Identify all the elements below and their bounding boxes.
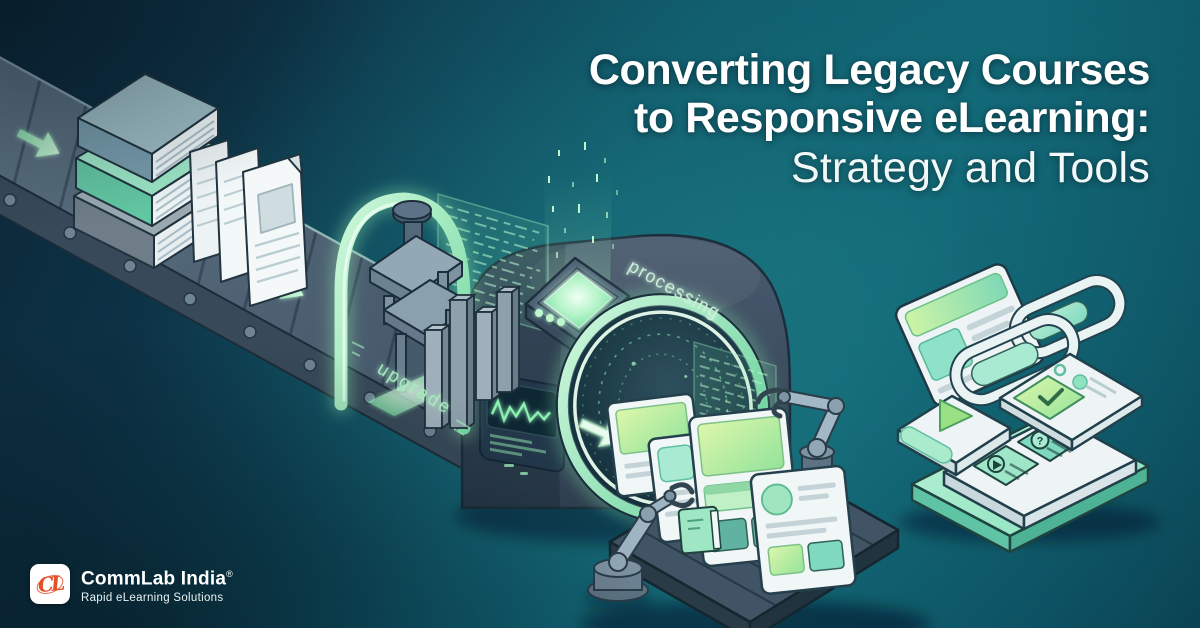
commlab-monogram-icon: CL — [30, 563, 70, 604]
responsive-screens: ? — [894, 263, 1160, 554]
press-machine — [368, 200, 475, 416]
logo-text: CommLab India® Rapid eLearning Solutions — [81, 564, 233, 605]
play-triangle-icon — [939, 399, 973, 432]
question-mark-icon: ? — [1037, 436, 1044, 448]
robot-arm-right — [755, 387, 845, 471]
logo-name: CommLab India® — [81, 568, 233, 589]
flow-arrow-icon-1 — [16, 129, 60, 157]
registered-mark: ® — [226, 568, 233, 579]
check-icon — [1038, 388, 1064, 406]
robot-arm-left — [584, 482, 695, 609]
check-card — [998, 352, 1144, 452]
page-title: Converting Legacy Courses to Responsive … — [588, 46, 1151, 194]
tile-video — [973, 445, 1039, 486]
waveform-icon — [490, 397, 551, 424]
upgrade-arch — [330, 187, 475, 439]
mini-course-book — [677, 505, 722, 555]
title-line-1: Converting Legacy Courses — [588, 46, 1151, 94]
bar-columns — [422, 285, 522, 430]
title-line-2: to Responsive eLearning: — [633, 94, 1150, 142]
output-card-4 — [749, 464, 857, 595]
pad-indicator-dots — [535, 309, 565, 326]
scanner-beam — [544, 142, 618, 298]
claw-icon — [669, 482, 695, 495]
claw-icon — [755, 387, 783, 405]
play-circle-icon — [987, 455, 1005, 473]
commlab-logo: CL CommLab India® Rapid eLearning Soluti… — [30, 563, 233, 605]
particles — [548, 142, 618, 258]
title-line-3: Strategy and Tools — [791, 144, 1150, 192]
pad-glow-screen — [543, 271, 613, 329]
machine-monitor — [479, 372, 565, 473]
check-tile — [1013, 375, 1085, 420]
upgrade-ticks — [351, 341, 471, 436]
logo-tagline: Rapid eLearning Solutions — [81, 592, 224, 604]
monogram-letters: CL — [36, 570, 64, 598]
machine-indicator-marks — [504, 464, 528, 475]
play-tile — [896, 394, 1012, 477]
legacy-documents — [189, 139, 308, 307]
